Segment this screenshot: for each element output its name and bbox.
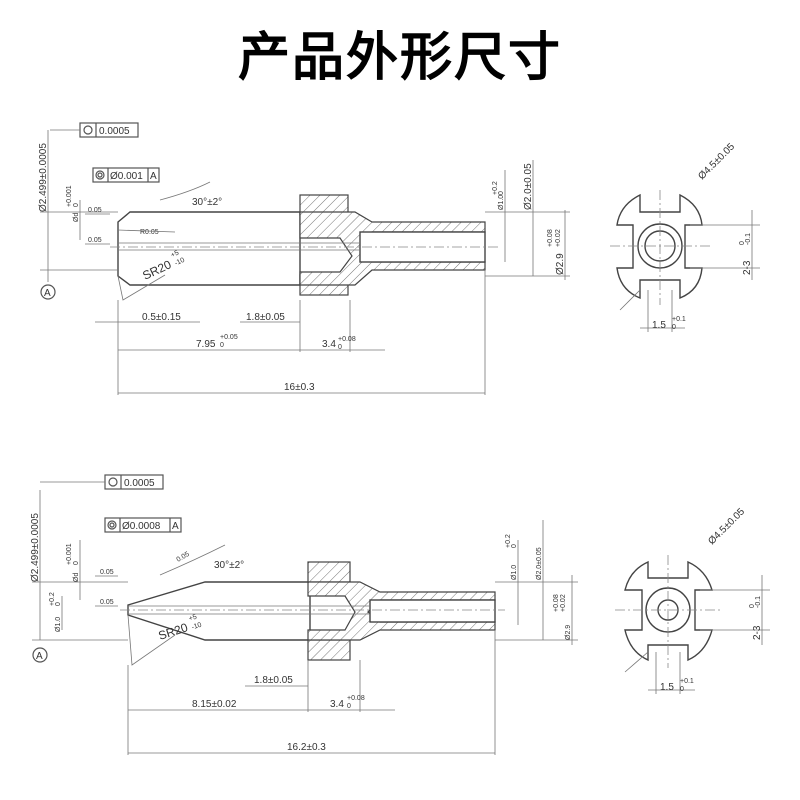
dia-main-label-2: Ø2.499±0.0005 <box>30 513 41 582</box>
dia-2-label: Ø2.0±0.05 <box>523 163 534 210</box>
surface-1: 0.05 <box>88 207 102 214</box>
dia-tip-tol-lower: 0 <box>55 602 62 606</box>
len-795-tol-lower: 0 <box>220 342 224 349</box>
dia-29-tol-upper: +0.08 <box>547 229 554 247</box>
dia-tip-label: Ø1.0 <box>55 617 62 632</box>
dia-29-tol-upper-2: +0.08 <box>553 594 560 612</box>
dia-29-label-2: Ø2.9 <box>565 625 572 640</box>
bore-tol-upper: +0.001 <box>66 185 73 207</box>
bore-dia-label: Ød <box>73 213 80 222</box>
len-795-label: 7.95 <box>196 339 216 350</box>
side-view-1: Ø4.5±0.05 2-3 0 -0.1 1.5 +0.1 0 <box>610 141 760 332</box>
len-34-tol-lower: 0 <box>338 344 342 351</box>
side-slot-tol-upper-2: +0.1 <box>680 678 694 685</box>
part-section-2 <box>120 561 505 661</box>
roundness-frame-2: 0.0005 <box>40 474 164 490</box>
drawing-1: 0.0005 Ø0.001 A Ø2.499±0.0005 A Ød +0.00… <box>38 122 760 395</box>
sr-tol-upper-2: +5 <box>188 614 198 623</box>
datum-ref: A <box>150 171 157 182</box>
len-total-label-2: 16.2±0.3 <box>287 742 326 753</box>
side-slot-label-2: 1.5 <box>660 682 674 693</box>
part-section-1 <box>110 194 500 296</box>
dia-29-tol-lower: +0.02 <box>555 229 562 247</box>
side-width-tol-lower-2: -0.1 <box>755 596 762 608</box>
dia-29-label: Ø2.9 <box>555 253 566 275</box>
page-title: 产品外形尺寸 <box>237 28 562 88</box>
len-34-tol-lower-2: 0 <box>347 703 351 710</box>
side-slot-label: 1.5 <box>652 320 666 331</box>
sr-tol-upper: +5 <box>170 250 180 260</box>
side-width-tol-upper-2: 0 <box>749 604 756 608</box>
len-795-tol-upper: +0.05 <box>220 334 238 341</box>
side-slot-tol-lower-2: 0 <box>680 686 684 693</box>
concentricity-value-2: Ø0.0008 <box>122 521 161 532</box>
side-width-label-2: 2-3 <box>752 625 763 640</box>
side-slot-tol-lower: 0 <box>672 324 676 331</box>
side-view-2: Ø4.5±0.05 2-3 0 -0.1 1.5 +0.1 0 <box>615 506 770 694</box>
side-width-tol-lower: -0.1 <box>745 233 752 245</box>
len-05-label: 0.5±0.15 <box>142 312 181 323</box>
bore-tol-lower: 0 <box>73 203 80 207</box>
dia-2-label-2: Ø2.0±0.05 <box>536 547 543 580</box>
dia-29-tol-lower-2: +0.02 <box>560 594 567 612</box>
side-slot-tol-upper: +0.1 <box>672 316 686 323</box>
len-34-tol-upper-2: +0.08 <box>347 695 365 702</box>
concentricity-frame-1: Ø0.001 A <box>92 167 160 183</box>
side-dia-label-2: Ø4.5±0.05 <box>706 506 747 547</box>
concentricity-value: Ø0.001 <box>110 171 143 182</box>
side-dia-label: Ø4.5±0.05 <box>696 141 737 182</box>
len-34-label-2: 3.4 <box>330 699 344 710</box>
datum-ref-2: A <box>172 521 179 532</box>
dia-small-tol-upper: +0.2 <box>492 181 499 195</box>
angle-label: 30°±2° <box>192 197 222 208</box>
concentricity-frame-2: Ø0.0008 A <box>104 517 182 533</box>
angle-label-2: 30°±2° <box>214 560 244 571</box>
len-34-tol-upper: +0.08 <box>338 336 356 343</box>
datum-a-label-2: A <box>36 651 43 662</box>
datum-a-label: A <box>44 288 51 299</box>
len-34-label: 3.4 <box>322 339 336 350</box>
len-815-label: 8.15±0.02 <box>192 699 237 710</box>
side-width-label: 2-3 <box>742 260 753 275</box>
roundness-frame-1: 0.0005 <box>50 122 139 138</box>
radius-label: R0.05 <box>140 229 159 236</box>
roundness-value: 0.0005 <box>99 126 130 137</box>
bore-tol-upper-2: +0.001 <box>66 543 73 565</box>
surface-2-2: 0.05 <box>100 599 114 606</box>
len-18-label: 1.8±0.05 <box>246 312 285 323</box>
len-total-label: 16±0.3 <box>284 382 315 393</box>
side-width-tol-upper: 0 <box>739 241 746 245</box>
drawing-2: 0.0005 Ø0.0008 A Ø2.499±0.0005 A Ød +0.0… <box>30 474 770 755</box>
dia-small-label: Ø1.0 <box>498 195 505 210</box>
sr-tol-lower: -10 <box>174 257 186 268</box>
len-18-label-2: 1.8±0.05 <box>254 675 293 686</box>
sr-tol-lower-2: -10 <box>191 622 203 632</box>
dia-main-label: Ø2.499±0.0005 <box>38 143 49 212</box>
bore-dia-label-2: Ød <box>73 573 80 582</box>
dia-small-tol-upper-2: +0.2 <box>505 534 512 548</box>
dia-tip-tol-upper: +0.2 <box>49 592 56 606</box>
roundness-value-2: 0.0005 <box>124 478 155 489</box>
radius-label-2: 0.05 <box>176 551 191 564</box>
dia-small-label-2: Ø1.0 <box>511 565 518 580</box>
surface-2: 0.05 <box>88 237 102 244</box>
dia-small-tol-lower-2: 0 <box>511 544 518 548</box>
bore-tol-lower-2: 0 <box>73 561 80 565</box>
surface-1-2: 0.05 <box>100 569 114 576</box>
dia-small-tol-lower: 0 <box>498 191 505 195</box>
